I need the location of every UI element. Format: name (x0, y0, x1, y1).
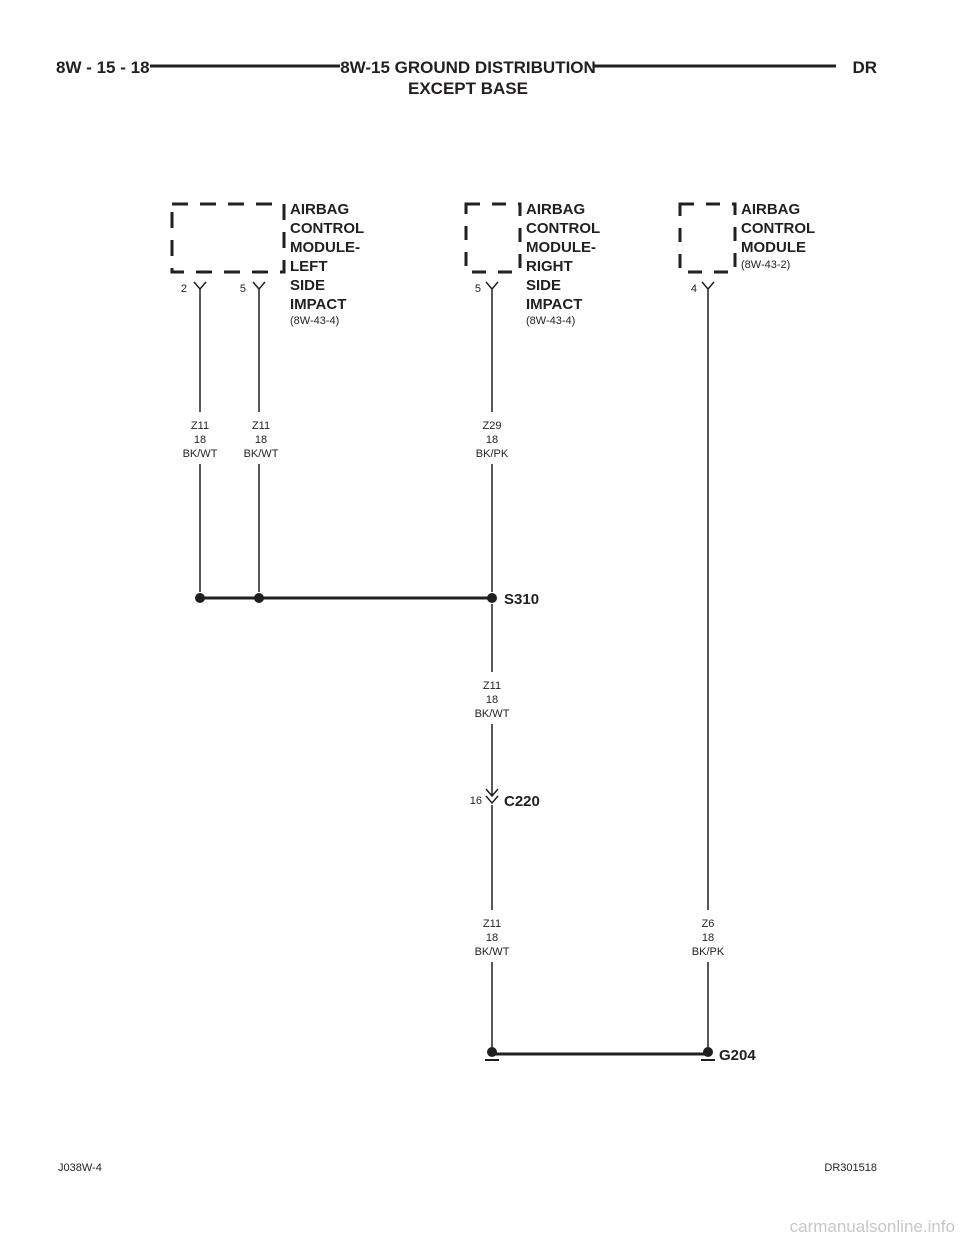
ground-label: G204 (719, 1047, 756, 1064)
module-box-acm (678, 202, 737, 274)
page-number: 8W - 15 - 18 (56, 58, 150, 77)
footer-right-code: DR301518 (824, 1162, 877, 1174)
wire-3-gauge: 18 (486, 434, 498, 446)
wire-2-color: BK/WT (244, 448, 279, 460)
pin-left-5: 5 (240, 283, 246, 295)
ground-eyelet-icon (703, 1047, 713, 1057)
module-acm-line-2: CONTROL (741, 220, 815, 237)
module-right-line-6: IMPACT (526, 296, 582, 313)
connector-pin-icon (485, 788, 499, 798)
page-title: 8W-15 GROUND DISTRIBUTION (340, 58, 596, 77)
connector-pin-icon (701, 281, 715, 291)
connector-pin-icon (193, 281, 207, 291)
module-right-line-1: AIRBAG (526, 201, 585, 218)
pin-right-5: 5 (475, 283, 481, 295)
wire-4-color: BK/WT (475, 708, 510, 720)
module-right-side-impact: AIRBAG CONTROL MODULE- RIGHT SIDE IMPACT… (464, 201, 600, 327)
wire-2-circuit: Z11 (252, 420, 270, 432)
connector-pin-number: 16 (470, 795, 482, 807)
connector-pin-icon (485, 281, 499, 291)
splice-label: S310 (504, 591, 539, 608)
wire-1-color: BK/WT (183, 448, 218, 460)
connector-c220: 16 C220 (470, 788, 540, 810)
splice-dot-icon (195, 593, 205, 603)
module-left-side-impact: AIRBAG CONTROL MODULE- LEFT SIDE IMPACT … (170, 201, 364, 327)
module-acm-line-3: MODULE (741, 239, 806, 256)
wire-1-gauge: 18 (194, 434, 206, 446)
module-left-line-6: IMPACT (290, 296, 346, 313)
wire-5-color: BK/WT (475, 946, 510, 958)
module-right-line-4: RIGHT (526, 258, 573, 275)
wire-5-gauge: 18 (486, 932, 498, 944)
module-left-line-1: AIRBAG (290, 201, 349, 218)
ground-g204: G204 (485, 1047, 756, 1064)
module-left-ref: (8W-43-4) (290, 315, 339, 327)
wire-6-color: BK/PK (692, 946, 725, 958)
model-code: DR (852, 58, 877, 77)
module-right-line-2: CONTROL (526, 220, 600, 237)
module-right-line-5: SIDE (526, 277, 561, 294)
module-box-right (464, 202, 522, 274)
connector-pin-icon (485, 795, 499, 805)
wire-5-circuit: Z11 (483, 918, 501, 930)
wires (199, 289, 709, 1056)
wire-labels: Z11 18 BK/WT Z11 18 BK/WT Z29 18 BK/PK Z… (183, 420, 725, 958)
pin-left-2: 2 (181, 283, 187, 295)
wire-4-gauge: 18 (486, 694, 498, 706)
splice-dot-icon (487, 593, 497, 603)
page-header: 8W - 15 - 18 8W-15 GROUND DISTRIBUTION E… (56, 58, 877, 98)
wire-6-gauge: 18 (702, 932, 714, 944)
wire-1-circuit: Z11 (191, 420, 209, 432)
wire-2-gauge: 18 (255, 434, 267, 446)
module-right-line-3: MODULE- (526, 239, 596, 256)
splice-dot-icon (254, 593, 264, 603)
wire-3-color: BK/PK (476, 448, 509, 460)
module-box-left (170, 202, 286, 274)
wire-4-circuit: Z11 (483, 680, 501, 692)
wire-6-circuit: Z6 (702, 918, 715, 930)
footer-left-code: J038W-4 (58, 1162, 102, 1174)
page-subtitle: EXCEPT BASE (408, 79, 528, 98)
module-right-ref: (8W-43-4) (526, 315, 575, 327)
module-left-line-3: MODULE- (290, 239, 360, 256)
page-footer: J038W-4 DR301518 carmanualsonline.info (58, 1162, 955, 1236)
connector-label: C220 (504, 793, 540, 810)
module-acm-line-1: AIRBAG (741, 201, 800, 218)
wire-3-circuit: Z29 (483, 420, 502, 432)
module-left-line-4: LEFT (290, 258, 328, 275)
module-acm-ref: (8W-43-2) (741, 259, 790, 271)
ground-eyelet-icon (487, 1047, 497, 1057)
module-left-line-5: SIDE (290, 277, 325, 294)
connector-pin-icon (252, 281, 266, 291)
splice-s310: S310 (195, 591, 539, 608)
module-airbag-control: AIRBAG CONTROL MODULE (8W-43-2) 4 (678, 201, 815, 295)
watermark: carmanualsonline.info (790, 1217, 955, 1236)
module-left-line-2: CONTROL (290, 220, 364, 237)
pin-acm-4: 4 (691, 283, 697, 295)
